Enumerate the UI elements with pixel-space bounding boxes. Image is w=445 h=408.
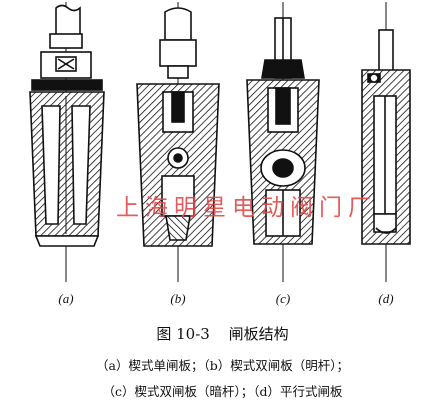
sub-label-d: (d) [378, 291, 394, 306]
drawing-c-wedge-double-gate-hidden-stem [246, 2, 320, 282]
caption-line-1: （a）楔式单闸板；（b）楔式双闸板（明杆）； [96, 358, 349, 373]
figure-label-prefix: 图 [156, 325, 172, 343]
sub-label-b: (b) [170, 291, 186, 306]
drawing-d-parallel-gate [361, 2, 411, 282]
caption-line-2: （c）楔式双闸板（暗杆）；（d）平行式闸板 [102, 384, 343, 399]
sub-label-c: (c) [275, 291, 291, 306]
figure-number: 10-3 [176, 325, 210, 343]
gate-structure-drawings [29, 2, 411, 282]
drawing-a-wedge-single-gate [29, 2, 105, 282]
figure-title: 图 10-3 闸板结构 [0, 323, 445, 344]
sub-label-a: (a) [58, 291, 74, 306]
figure-title-text: 闸板结构 [228, 325, 289, 343]
watermark-text: 上海明星电动阀门厂 [116, 195, 377, 221]
drawing-b-wedge-double-gate-rising-stem [136, 2, 220, 282]
